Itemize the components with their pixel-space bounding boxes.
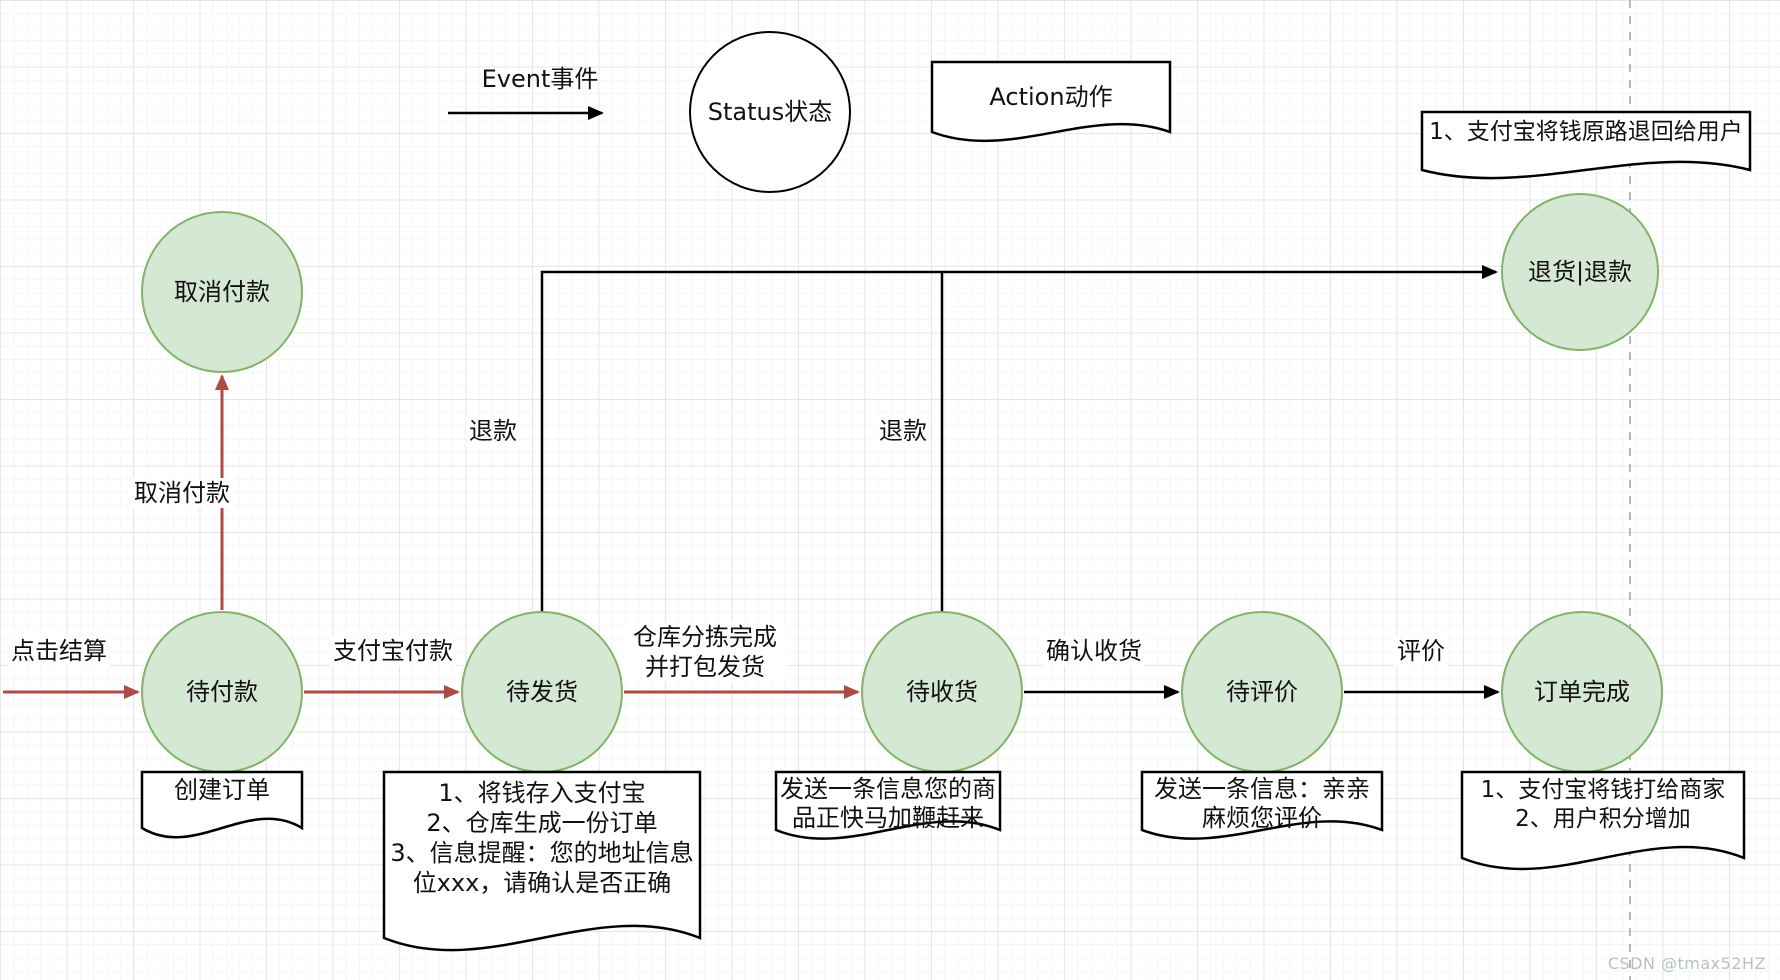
- action-shipping-message-text: 发送一条信息您的商 品正快马加鞭赶来: [780, 775, 996, 832]
- action-review-message-text: 发送一条信息：亲亲 麻烦您评价: [1154, 775, 1370, 832]
- legend-status-label: Status状态: [707, 98, 833, 126]
- node-pending-review-label: 待评价: [1226, 678, 1298, 706]
- edge-confirm-receipt-label: 确认收货: [1043, 636, 1145, 666]
- node-pending-receipt-label: 待收货: [906, 678, 978, 706]
- legend-action-label: Action动作: [989, 83, 1113, 111]
- action-review-message-document: [1140, 770, 1384, 840]
- edge-review-label: 评价: [1394, 636, 1448, 666]
- node-pending-payment-label: 待付款: [186, 678, 258, 706]
- node-pending-shipment-label: 待发货: [506, 678, 578, 706]
- edge-refund-left-label: 退款: [466, 416, 520, 446]
- action-create-order-document: [140, 770, 304, 839]
- action-refund-text: 1、支付宝将钱原路退回给用户: [1429, 119, 1743, 145]
- node-cancel-payment-circle: [141, 211, 303, 373]
- legend-event-label: Event事件: [481, 65, 599, 93]
- edge-refund-right-label: 退款: [876, 416, 930, 446]
- node-return-refund-label: 退货|退款: [1527, 258, 1633, 286]
- action-after-payment-document: [382, 770, 702, 952]
- node-order-complete-label: 订单完成: [1534, 678, 1630, 706]
- edge-click-checkout-label: 点击结算: [8, 636, 110, 666]
- action-create-order-text: 创建订单: [174, 776, 270, 804]
- edge-warehouse-ship-label: 仓库分拣完成 并打包发货: [622, 622, 788, 682]
- edge-refund-path: [540, 265, 1498, 612]
- action-refund-document: [1420, 110, 1752, 180]
- node-return-refund-circle: [1501, 193, 1659, 351]
- csdn-watermark: CSDN @tmax52HZ: [1607, 954, 1766, 973]
- edge-alipay-pay-label: 支付宝付款: [330, 636, 456, 666]
- legend-status-circle: [689, 31, 851, 193]
- legend-action-document: [930, 60, 1172, 143]
- action-shipping-message-document: [774, 770, 1002, 840]
- action-complete-document: [1460, 770, 1746, 871]
- node-cancel-payment-label: 取消付款: [174, 278, 270, 306]
- action-after-payment-text: 1、将钱存入支付宝 2、仓库生成一份订单 3、信息提醒：您的地址信息 位xxx，…: [390, 779, 694, 897]
- edge-cancel-payment-label: 取消付款: [131, 478, 233, 508]
- action-complete-text: 1、支付宝将钱打给商家 2、用户积分增加: [1480, 777, 1726, 832]
